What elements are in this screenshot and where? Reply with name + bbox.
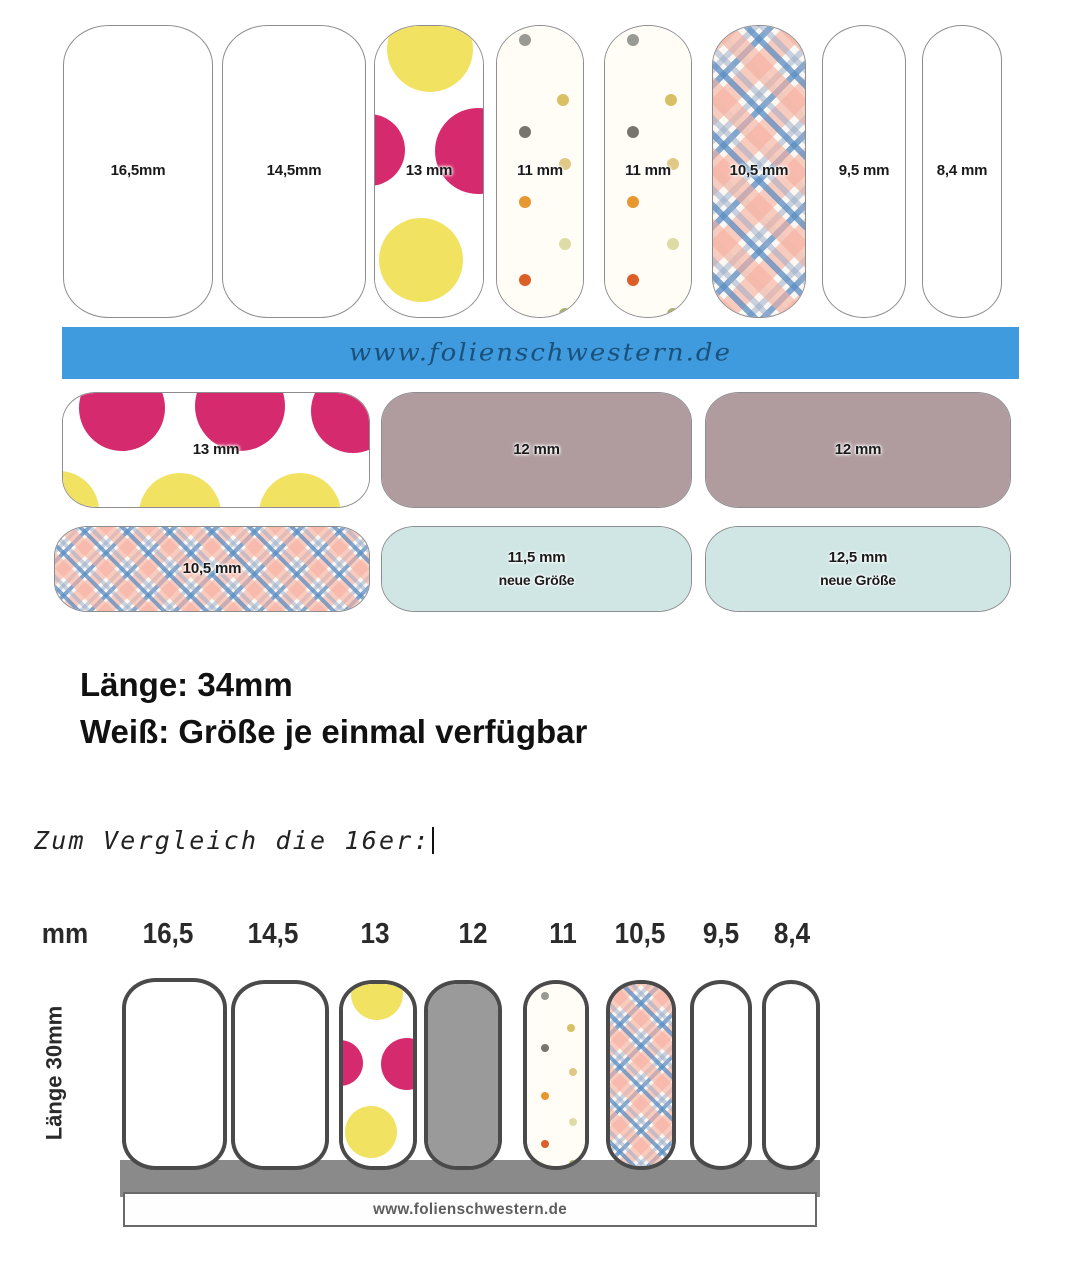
nail-size-label: 16,5mm [110, 162, 166, 180]
nail-size-label: 11,5 mm neue Größe [499, 547, 575, 591]
chart-unit-header: mm [41, 918, 89, 950]
compare-heading: Zum Vergleich die 16er: [34, 826, 434, 855]
pattern-white [235, 984, 325, 1166]
nail-size-label: 10,5 mm [182, 559, 242, 577]
chart-nail[interactable] [424, 980, 502, 1170]
pattern-gray [428, 984, 498, 1166]
nail-size-value: 12,5 mm [828, 549, 888, 567]
nail-size-label: 8,4 mm [936, 162, 988, 180]
nail-size-label: 13 mm [405, 162, 453, 180]
nail-strip[interactable]: 11,5 mm neue Größe [381, 526, 692, 612]
nail-size-label: 12,5 mm neue Größe [820, 547, 896, 591]
nail-size-label: 10,5 mm [729, 162, 789, 180]
nail-size-label: 11 mm [517, 162, 563, 180]
nail-size-label: 9,5 mm [838, 162, 890, 180]
nail-size-label: 12 mm [834, 440, 882, 458]
pattern-white [694, 984, 748, 1166]
chart-size-header: 13 [360, 918, 390, 950]
pattern-white [126, 982, 223, 1166]
nail-strip[interactable]: 11 mm [496, 25, 584, 318]
pattern-polka-dots-big [63, 393, 369, 507]
compare-heading-text: Zum Vergleich die 16er: [34, 826, 431, 855]
pattern-dots-small [527, 984, 585, 1166]
nail-strip[interactable]: 14,5mm [222, 25, 366, 318]
chart-nail[interactable] [762, 980, 820, 1170]
chart-nail[interactable] [606, 980, 676, 1170]
nail-size-label: 14,5mm [266, 162, 322, 180]
chart-nail[interactable] [523, 980, 589, 1170]
pattern-dots-small [605, 26, 691, 317]
nail-size-label: 11 mm [625, 162, 671, 180]
nail-size-value: 11,5 mm [507, 549, 566, 567]
chart-vertical-length-label: Länge 30mm [41, 1005, 67, 1141]
chart-size-header: 8,4 [773, 918, 811, 950]
chart-size-header: 9,5 [702, 918, 740, 950]
chart-size-header: 14,5 [247, 918, 299, 950]
pattern-mint [706, 527, 1010, 611]
nail-size-label: 13 mm [192, 440, 240, 458]
pattern-dots-small [497, 26, 583, 317]
nail-strip[interactable]: 9,5 mm [822, 25, 906, 318]
pattern-mint [382, 527, 691, 611]
pattern-plaid [610, 984, 672, 1166]
text-caret [431, 827, 434, 854]
nail-strip[interactable]: 16,5mm [63, 25, 213, 318]
chart-size-header: 12 [458, 918, 488, 950]
pattern-polka-dots-big [343, 984, 413, 1166]
website-banner: www.folienschwestern.de [62, 327, 1019, 379]
chart-size-header: 11 [549, 918, 577, 950]
chart-nail[interactable] [231, 980, 329, 1170]
pattern-plaid [713, 26, 805, 317]
chart-url-text: www.folienschwestern.de [372, 1200, 568, 1218]
nail-strip[interactable]: 12 mm [705, 392, 1011, 508]
website-url-text: www.folienschwestern.de [349, 339, 732, 367]
nail-strip[interactable]: 12,5 mm neue Größe [705, 526, 1011, 612]
chart-nail[interactable] [122, 978, 227, 1170]
nail-strip[interactable]: 13 mm [374, 25, 484, 318]
chart-size-header: 16,5 [142, 918, 194, 950]
pattern-mauve [706, 393, 1010, 507]
nail-strip[interactable]: 10,5 mm [54, 526, 370, 612]
nail-strip[interactable]: 11 mm [604, 25, 692, 318]
nail-size-label: 12 mm [513, 440, 560, 458]
nail-strip[interactable]: 12 mm [381, 392, 692, 508]
caption-line-length: Länge: 34mm [80, 666, 293, 703]
pattern-plaid [55, 527, 369, 611]
pattern-mauve [382, 393, 691, 507]
nail-strip[interactable]: 13 mm [62, 392, 370, 508]
pattern-white [766, 984, 816, 1166]
pattern-polka-dots-big [375, 26, 483, 317]
nail-strip[interactable]: 8,4 mm [922, 25, 1002, 318]
caption-block: Länge: 34mm Weiß: Größe je einmal verfüg… [80, 662, 587, 756]
chart-size-header: 10,5 [614, 918, 666, 950]
chart-url-strip: www.folienschwestern.de [123, 1192, 817, 1227]
nail-strip[interactable]: 10,5 mm [712, 25, 806, 318]
chart-nail[interactable] [690, 980, 752, 1170]
nail-size-note: neue Größe [498, 571, 575, 588]
chart-nail[interactable] [339, 980, 417, 1170]
nail-size-note: neue Größe [820, 571, 896, 588]
caption-line-white: Weiß: Größe je einmal verfügbar [80, 712, 588, 750]
